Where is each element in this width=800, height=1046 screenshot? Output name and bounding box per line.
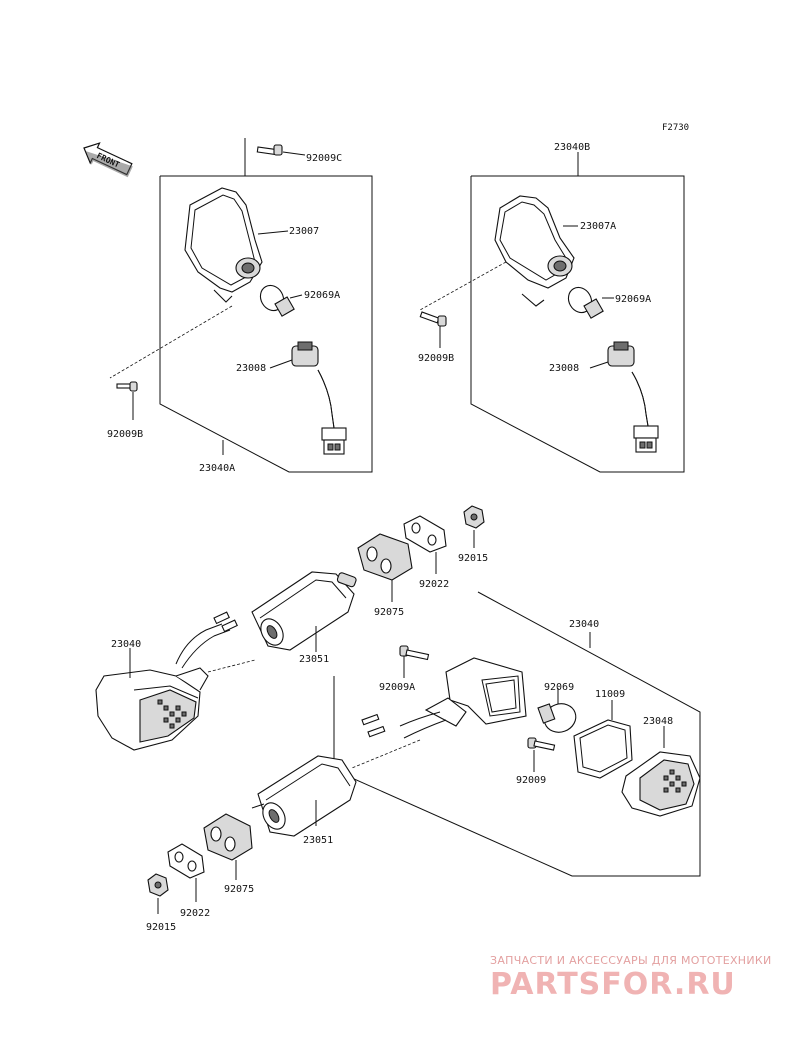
label-23007: 23007: [289, 226, 319, 237]
lens-grid: [157, 699, 187, 729]
rubber-92075-top: [357, 533, 413, 602]
label-92015-top: 92015: [458, 553, 488, 564]
gasket-11009: [573, 700, 633, 779]
label-23008-right: 23008: [549, 363, 579, 374]
bulb-92069A-left: [259, 284, 303, 317]
stem-23051-bottom: [251, 755, 357, 837]
lens-23048: [621, 726, 701, 817]
nut-92015-top: [463, 505, 485, 548]
label-23051-top: 23051: [299, 654, 329, 665]
bolt-92009B-right: [419, 261, 507, 348]
label-23040-left: 23040: [111, 639, 141, 650]
watermark-logo: PARTSFOR.RU: [490, 967, 736, 1002]
label-92075-bottom: 92075: [224, 884, 254, 895]
label-92009A: 92009A: [379, 682, 415, 693]
bolt-92009B-left: [109, 305, 233, 420]
watermark-tagline: ЗАПЧАСТИ И АКСЕССУАРЫ ДЛЯ МОТОТЕХНИКИ: [490, 954, 772, 967]
turn-signal-23040-left: [95, 611, 256, 751]
label-23007A: 23007A: [580, 221, 616, 232]
signal-housing-right: [424, 657, 527, 727]
label-92022-top: 92022: [419, 579, 449, 590]
label-92009B-right: 92009B: [418, 353, 454, 364]
nut-92015-bottom: [147, 873, 169, 914]
label-92022-bottom: 92022: [180, 908, 210, 919]
label-92009: 92009: [516, 775, 546, 786]
assembly-23040-right: [333, 591, 701, 877]
label-23048: 23048: [643, 716, 673, 727]
label-92069: 92069: [544, 682, 574, 693]
label-23040B: 23040B: [554, 142, 590, 153]
assembly-23040A: [109, 138, 373, 473]
stem-23051-top: [251, 571, 357, 652]
socket-23008-right: [589, 341, 659, 453]
washer-92022-top: [403, 515, 447, 574]
label-23008-left: 23008: [236, 363, 266, 374]
housing-23007: [184, 187, 289, 303]
bulb-92069A-right: [567, 286, 614, 319]
label-11009: 11009: [595, 689, 625, 700]
bulb-92069: [537, 688, 577, 733]
bolt-92009A: [399, 645, 430, 678]
figure-number: F2730: [662, 123, 689, 133]
label-92069A-left: 92069A: [304, 290, 340, 301]
watermark: ЗАПЧАСТИ И АКСЕССУАРЫ ДЛЯ МОТОТЕХНИКИ PA…: [490, 954, 772, 1002]
housing-23007A: [494, 195, 578, 307]
label-92009C: 92009C: [306, 153, 342, 164]
label-92075-top: 92075: [374, 607, 404, 618]
front-arrow-icon: FRONT: [83, 142, 133, 178]
label-23051-bottom: 23051: [303, 835, 333, 846]
label-23040-right: 23040: [569, 619, 599, 630]
socket-23008-left: [269, 341, 347, 455]
label-92009B-left: 92009B: [107, 429, 143, 440]
assembly-23040B: [419, 152, 685, 473]
label-92069A-right: 92069A: [615, 294, 651, 305]
label-92015-bottom: 92015: [146, 922, 176, 933]
wires-right: [351, 711, 447, 769]
rubber-92075-bottom: [203, 813, 253, 880]
bolt-92009C: [256, 144, 306, 156]
screw-92009: [527, 737, 556, 772]
label-23040A: 23040A: [199, 463, 235, 474]
washer-92022-bottom: [167, 843, 205, 902]
